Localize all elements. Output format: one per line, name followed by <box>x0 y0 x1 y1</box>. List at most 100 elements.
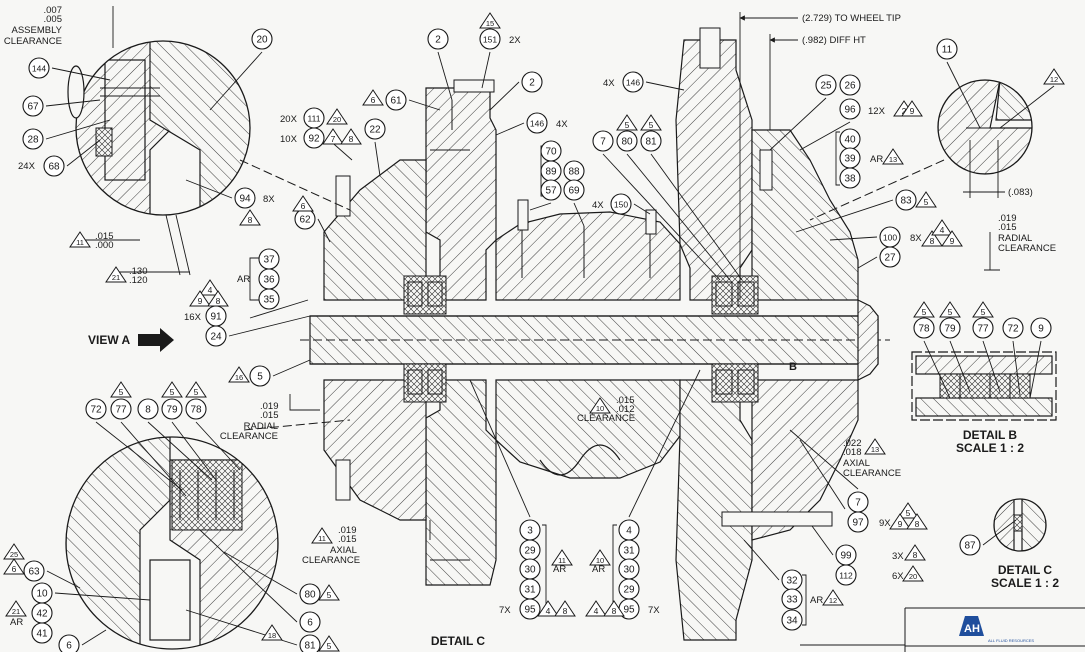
balloon-3: 3 <box>519 519 541 541</box>
triangle-number: 21 <box>12 607 20 616</box>
qty-2x: 2X <box>509 35 521 46</box>
balloon-number: 99 <box>840 551 852 562</box>
qty-12x: 12X <box>868 106 886 117</box>
triangle-number: 8 <box>248 215 253 225</box>
triangle-number: 5 <box>327 590 332 600</box>
triangle-number: 15 <box>486 19 494 28</box>
title-block: AH ALL FLUID RESOURCES <box>800 607 1085 652</box>
datum-triangle-4: 4 <box>537 600 559 617</box>
triangle-number: 8 <box>349 134 354 144</box>
balloon-69: 69 <box>563 179 585 201</box>
balloon-10: 10 <box>31 582 53 604</box>
triangle-number: 20 <box>333 115 341 124</box>
datum-triangle-8: 8 <box>207 290 229 307</box>
balloon-number: 77 <box>115 405 127 416</box>
balloon-number: 11 <box>942 45 953 56</box>
balloon-number: 25 <box>820 81 832 92</box>
dim-083: (.083) <box>1008 187 1033 198</box>
balloon-number: 94 <box>239 194 251 205</box>
balloon-number: 3 <box>527 526 533 537</box>
triangle-number: 5 <box>981 307 986 317</box>
balloon-number: 72 <box>90 405 102 416</box>
triangle-number: 4 <box>208 285 213 295</box>
qty-8x-b: 8X <box>910 233 922 244</box>
balloon-number: 88 <box>568 167 580 178</box>
datum-triangle-21: 21 <box>105 266 127 283</box>
balloon-146: 146 <box>526 112 548 134</box>
balloon-number: 95 <box>623 605 635 616</box>
balloon-number: 32 <box>786 576 798 587</box>
qty-10x: 10X <box>280 134 298 145</box>
balloon-number: 80 <box>304 590 316 601</box>
radial-left-upper: .019 <box>260 401 279 412</box>
datum-triangle-25: 25 <box>3 543 25 560</box>
datum-triangle-21: 21 <box>5 600 27 617</box>
datum-triangle-5: 5 <box>640 114 662 131</box>
balloon-number: 4 <box>626 526 632 537</box>
center-spool-lower <box>495 379 681 479</box>
datum-triangle-20: 20 <box>902 565 924 582</box>
balloon-63: 63 <box>23 560 45 582</box>
balloon-70: 70 <box>540 140 562 162</box>
balloon-number: 89 <box>545 167 557 178</box>
balloon-number: 150 <box>614 200 628 210</box>
datum-triangle-20: 20 <box>326 108 348 125</box>
center-spool <box>495 211 681 301</box>
balloon-29: 29 <box>618 578 640 600</box>
triangle-number: 5 <box>649 120 654 130</box>
detail-b-view <box>911 351 1057 421</box>
balloon-144: 144 <box>28 57 50 79</box>
triangle-number: 4 <box>546 606 551 616</box>
balloon-number: 111 <box>308 114 321 124</box>
balloon-number: 100 <box>883 233 897 243</box>
view-a-arrow-icon <box>138 328 174 352</box>
balloon-91: 91 <box>205 305 227 327</box>
balloon-5: 5 <box>249 365 271 387</box>
detail-connectors <box>239 159 945 431</box>
balloon-29: 29 <box>519 539 541 561</box>
balloon-number: 2 <box>529 78 535 89</box>
balloon-number: 22 <box>369 125 381 136</box>
datum-triangle-16: 16 <box>228 366 250 383</box>
balloon-number: 62 <box>299 215 311 226</box>
balloon-41: 41 <box>31 622 53 644</box>
datum-triangle-5: 5 <box>616 114 638 131</box>
balloon-112: 112 <box>835 564 857 586</box>
company-logo: AH ALL FLUID RESOURCES <box>959 616 1034 643</box>
balloon-number: 57 <box>545 186 557 197</box>
logo-text: ALL FLUID RESOURCES <box>988 638 1034 643</box>
clearance-mid-upper: .015 <box>616 395 635 406</box>
datum-triangle-5: 5 <box>110 381 132 398</box>
balloon-number: 42 <box>36 609 48 620</box>
balloon-number: 29 <box>623 585 635 596</box>
balloon-number: 95 <box>524 605 536 616</box>
detail-top-right <box>937 79 1033 175</box>
triangle-number: 5 <box>327 641 332 651</box>
balloon-42: 42 <box>31 602 53 624</box>
balloon-number: 68 <box>48 162 60 173</box>
triangle-number: 11 <box>318 534 326 543</box>
balloon-9: 9 <box>1030 317 1052 339</box>
bearing-left-bottom <box>403 363 447 403</box>
section-b-label: B <box>789 361 797 373</box>
balloon-100: 100 <box>879 226 901 248</box>
balloon-number: 28 <box>27 135 39 146</box>
tol-130: .130 <box>129 266 148 277</box>
balloon-92: 92 <box>303 127 325 149</box>
main-section-view <box>300 27 890 641</box>
balloon-number: 38 <box>844 174 856 185</box>
datum-triangle-6: 6 <box>362 89 384 106</box>
balloon-number: 40 <box>844 135 856 146</box>
triangle-number: 5 <box>922 307 927 317</box>
balloon-57: 57 <box>540 179 562 201</box>
balloon-number: 78 <box>190 405 202 416</box>
balloon-number: 39 <box>844 154 856 165</box>
left-wheel <box>425 87 497 301</box>
detail-c-scale: SCALE 1 : 2 <box>991 576 1059 590</box>
triangle-number: 5 <box>194 387 199 397</box>
balloon-number: 41 <box>36 629 48 640</box>
datum-triangle-11: 11 <box>311 527 333 544</box>
assembly-clearance-upper: .007 <box>44 5 63 16</box>
detail-bottom-left <box>65 436 279 650</box>
detail-b-scale: SCALE 1 : 2 <box>956 441 1024 455</box>
